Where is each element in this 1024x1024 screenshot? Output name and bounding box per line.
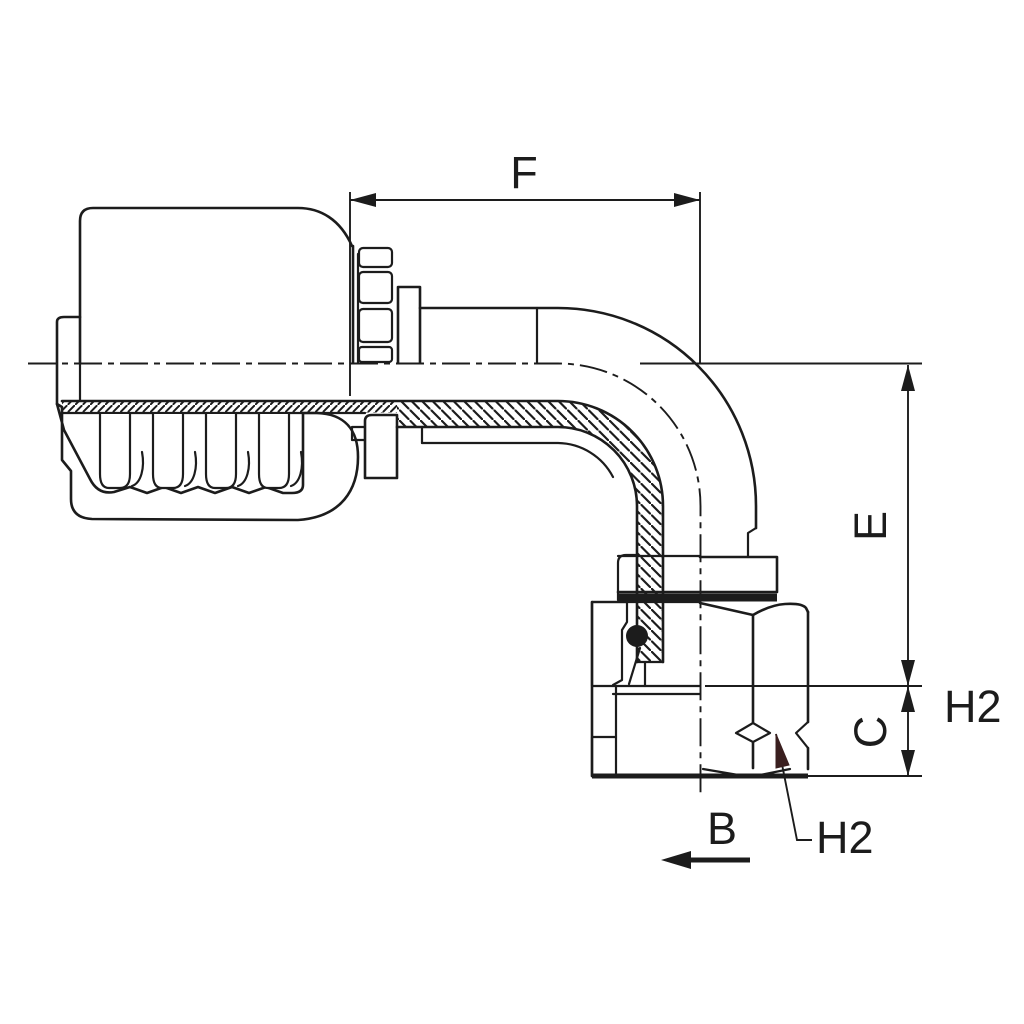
dimension-c: C H2 [705, 681, 1002, 777]
c-arrow-top [901, 686, 915, 712]
h2-leader-line [775, 733, 812, 841]
e-label: E [845, 511, 896, 541]
tube-silhouette-line [420, 441, 615, 479]
tube-wall-outer-line [395, 425, 639, 664]
dimension-f: F [349, 147, 701, 396]
bend-centerline [28, 362, 702, 798]
ferrule-exterior [55, 206, 422, 406]
hex-edge-notch [794, 720, 810, 750]
bend-wall-band [558, 401, 663, 662]
bore-edge-line [60, 399, 665, 664]
nipple-stem-band [62, 401, 397, 413]
flare-collar [616, 555, 779, 594]
seal-pocket-line [627, 646, 642, 686]
tube-outer-silhouette [418, 306, 758, 530]
nipple-section [60, 399, 665, 664]
nipple-serration-teeth [98, 412, 304, 490]
collar-rings [357, 246, 394, 364]
h2-leader-arrowhead [775, 733, 790, 769]
e-arrow-top [901, 365, 915, 391]
f-arrow-left [350, 193, 376, 207]
nut-top-chamfer [698, 601, 810, 617]
nipple-hex-exterior [396, 285, 422, 365]
dimension-e: E [845, 365, 915, 686]
o-ring-dot [626, 625, 648, 647]
ferrule-left-tab [55, 315, 82, 406]
e-arrow-bottom [901, 660, 915, 686]
tube-wall-band [397, 401, 558, 427]
centerlines [28, 362, 922, 798]
relief-notch [350, 425, 367, 442]
hex-notch-fill [796, 722, 808, 748]
c-label: C [845, 716, 896, 749]
f-label: F [510, 147, 538, 198]
seat-lines [611, 684, 702, 696]
h2-leader-label: H2 [816, 812, 874, 863]
h2-side-label: H2 [944, 681, 1002, 732]
c-arrow-bottom [901, 750, 915, 776]
nut-wall-section-upper [590, 600, 629, 688]
f-arrow-right [674, 193, 700, 207]
hex-face-diamond [734, 721, 772, 744]
ferrule-outline [78, 206, 354, 365]
b-label: B [707, 803, 737, 854]
nipple-hex-section [363, 413, 399, 480]
tube-flare-step [746, 526, 758, 559]
dimension-b: B [661, 803, 750, 869]
h2-leader: H2 [775, 733, 874, 863]
b-arrow-head [661, 851, 691, 869]
elbow-exterior [418, 306, 779, 594]
